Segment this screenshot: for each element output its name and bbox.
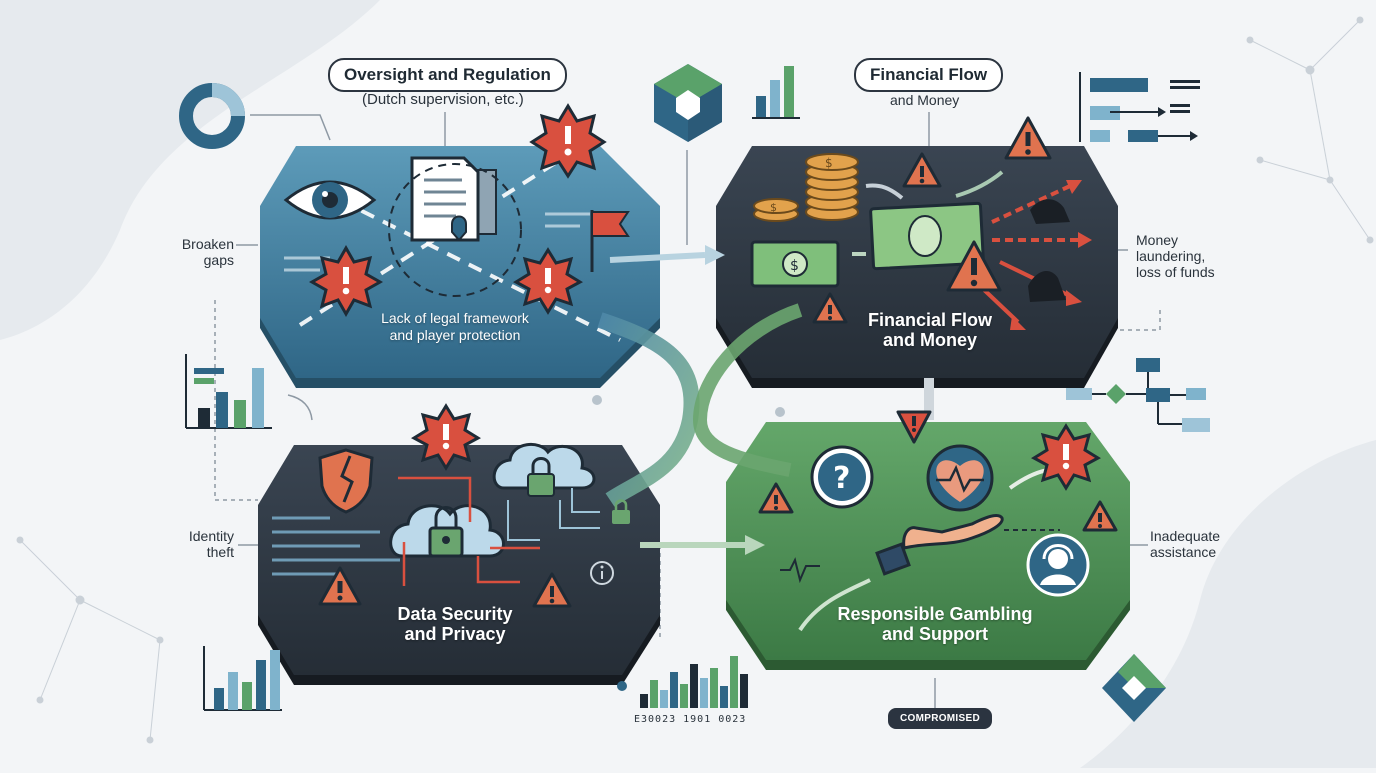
alert-burst-icon: [308, 244, 384, 318]
security-title-line: and Privacy: [404, 624, 506, 644]
alert-burst-icon: [512, 247, 584, 315]
flag-icon: [590, 210, 630, 272]
security-title-line: Data Security: [397, 604, 513, 624]
padlock-icon: [612, 499, 630, 524]
gambling-title-line: and Support: [882, 624, 988, 644]
alert-burst-group: [308, 103, 1102, 491]
dot-marker: [592, 395, 602, 405]
note-line: assistance: [1150, 544, 1217, 560]
oversight-label: Oversight and Regulation: [328, 58, 567, 92]
connector-lines: [214, 300, 1161, 640]
alert-burst-icon: [529, 103, 607, 179]
oversight-label-text: Oversight and Regulation: [344, 65, 551, 84]
financial-label-text: Financial Flow: [870, 65, 988, 84]
question-icon: ?: [810, 445, 874, 509]
note-broken-gaps: Broaken gaps: [150, 236, 234, 268]
financial-sublabel: and Money: [890, 92, 960, 108]
oversight-caption: Lack of legal framework and player prote…: [350, 310, 560, 344]
note-line: laundering,: [1136, 248, 1206, 264]
cube-icon: [654, 64, 722, 142]
shield-broken-icon: [318, 448, 374, 514]
eye-icon: [283, 180, 377, 220]
helping-hand-icon: [875, 514, 1004, 576]
info-icon: [590, 561, 614, 585]
alert-burst-icon: [410, 403, 482, 471]
dot-marker: [775, 407, 785, 417]
bar-chart-icon: [185, 66, 800, 711]
warning-icon: [1082, 500, 1118, 532]
alert-burst-icon: [1030, 423, 1102, 491]
note-line: Inadequate: [1150, 528, 1221, 544]
svg-text:$: $: [770, 201, 777, 214]
gambling-panel-title: Responsible Gambling and Support: [820, 604, 1050, 644]
panel-security: [258, 445, 660, 685]
cube-icon: [1102, 654, 1166, 722]
note-money-laundering: Money laundering, loss of funds: [1136, 232, 1256, 280]
note-line: theft: [206, 544, 234, 560]
flow-arrowheads: [1010, 180, 1092, 330]
warning-icon: [812, 292, 848, 324]
gambling-title-line: Responsible Gambling: [837, 604, 1033, 624]
coin-stack-icon: $ $: [753, 153, 859, 222]
oversight-sublabel: (Dutch supervision, etc.): [362, 91, 524, 108]
note-line: loss of funds: [1136, 264, 1215, 280]
financial-label: Financial Flow: [854, 58, 1004, 92]
network-arrows: [398, 476, 540, 586]
svg-text:$: $: [790, 258, 799, 274]
note-line: Identity: [188, 528, 234, 544]
financial-panel-title: Financial Flow and Money: [840, 310, 1020, 350]
oversight-caption-line: and player protection: [389, 327, 521, 343]
flowchart-icon: [1066, 72, 1210, 432]
svg-text:?: ?: [833, 461, 850, 496]
thief-silhouette-icon: [1028, 199, 1070, 302]
warning-icon: [1004, 116, 1052, 160]
banknote-icon: $: [750, 201, 985, 288]
donut-chart-icon: [179, 83, 245, 149]
financial-title-line: and Money: [882, 330, 977, 350]
compromised-badge: COMPROMISED: [888, 708, 992, 729]
cloud-lock-icon: [389, 443, 596, 558]
dot-marker: [617, 681, 627, 691]
document-icon: [410, 156, 497, 242]
central-flows: [597, 245, 934, 555]
warning-icon-group: [318, 116, 1118, 608]
note-identity-theft: Identity theft: [150, 528, 234, 560]
support-agent-icon: [1026, 533, 1090, 597]
warning-icon: [758, 482, 794, 514]
network-links: [507, 488, 600, 541]
security-panel-title: Data Security and Privacy: [370, 604, 540, 644]
svg-text:$: $: [825, 156, 833, 170]
financial-title-line: Financial Flow: [867, 310, 992, 330]
note-inadequate-assistance: Inadequate assistance: [1150, 528, 1270, 560]
warning-icon: [318, 566, 362, 606]
warning-icon: [946, 240, 1002, 292]
warning-icon: [902, 152, 942, 188]
note-line: Broaken: [181, 236, 234, 252]
chart-tick-labels: E30023 1901 0023: [634, 714, 747, 725]
heart-monitor-icon: [926, 444, 994, 512]
note-line: gaps: [203, 252, 234, 268]
oversight-caption-line: Lack of legal framework: [381, 310, 529, 326]
warning-icon: [532, 572, 572, 608]
warning-icon: [896, 410, 932, 444]
focus-circle: [388, 163, 522, 297]
note-line: Money: [1136, 232, 1179, 248]
